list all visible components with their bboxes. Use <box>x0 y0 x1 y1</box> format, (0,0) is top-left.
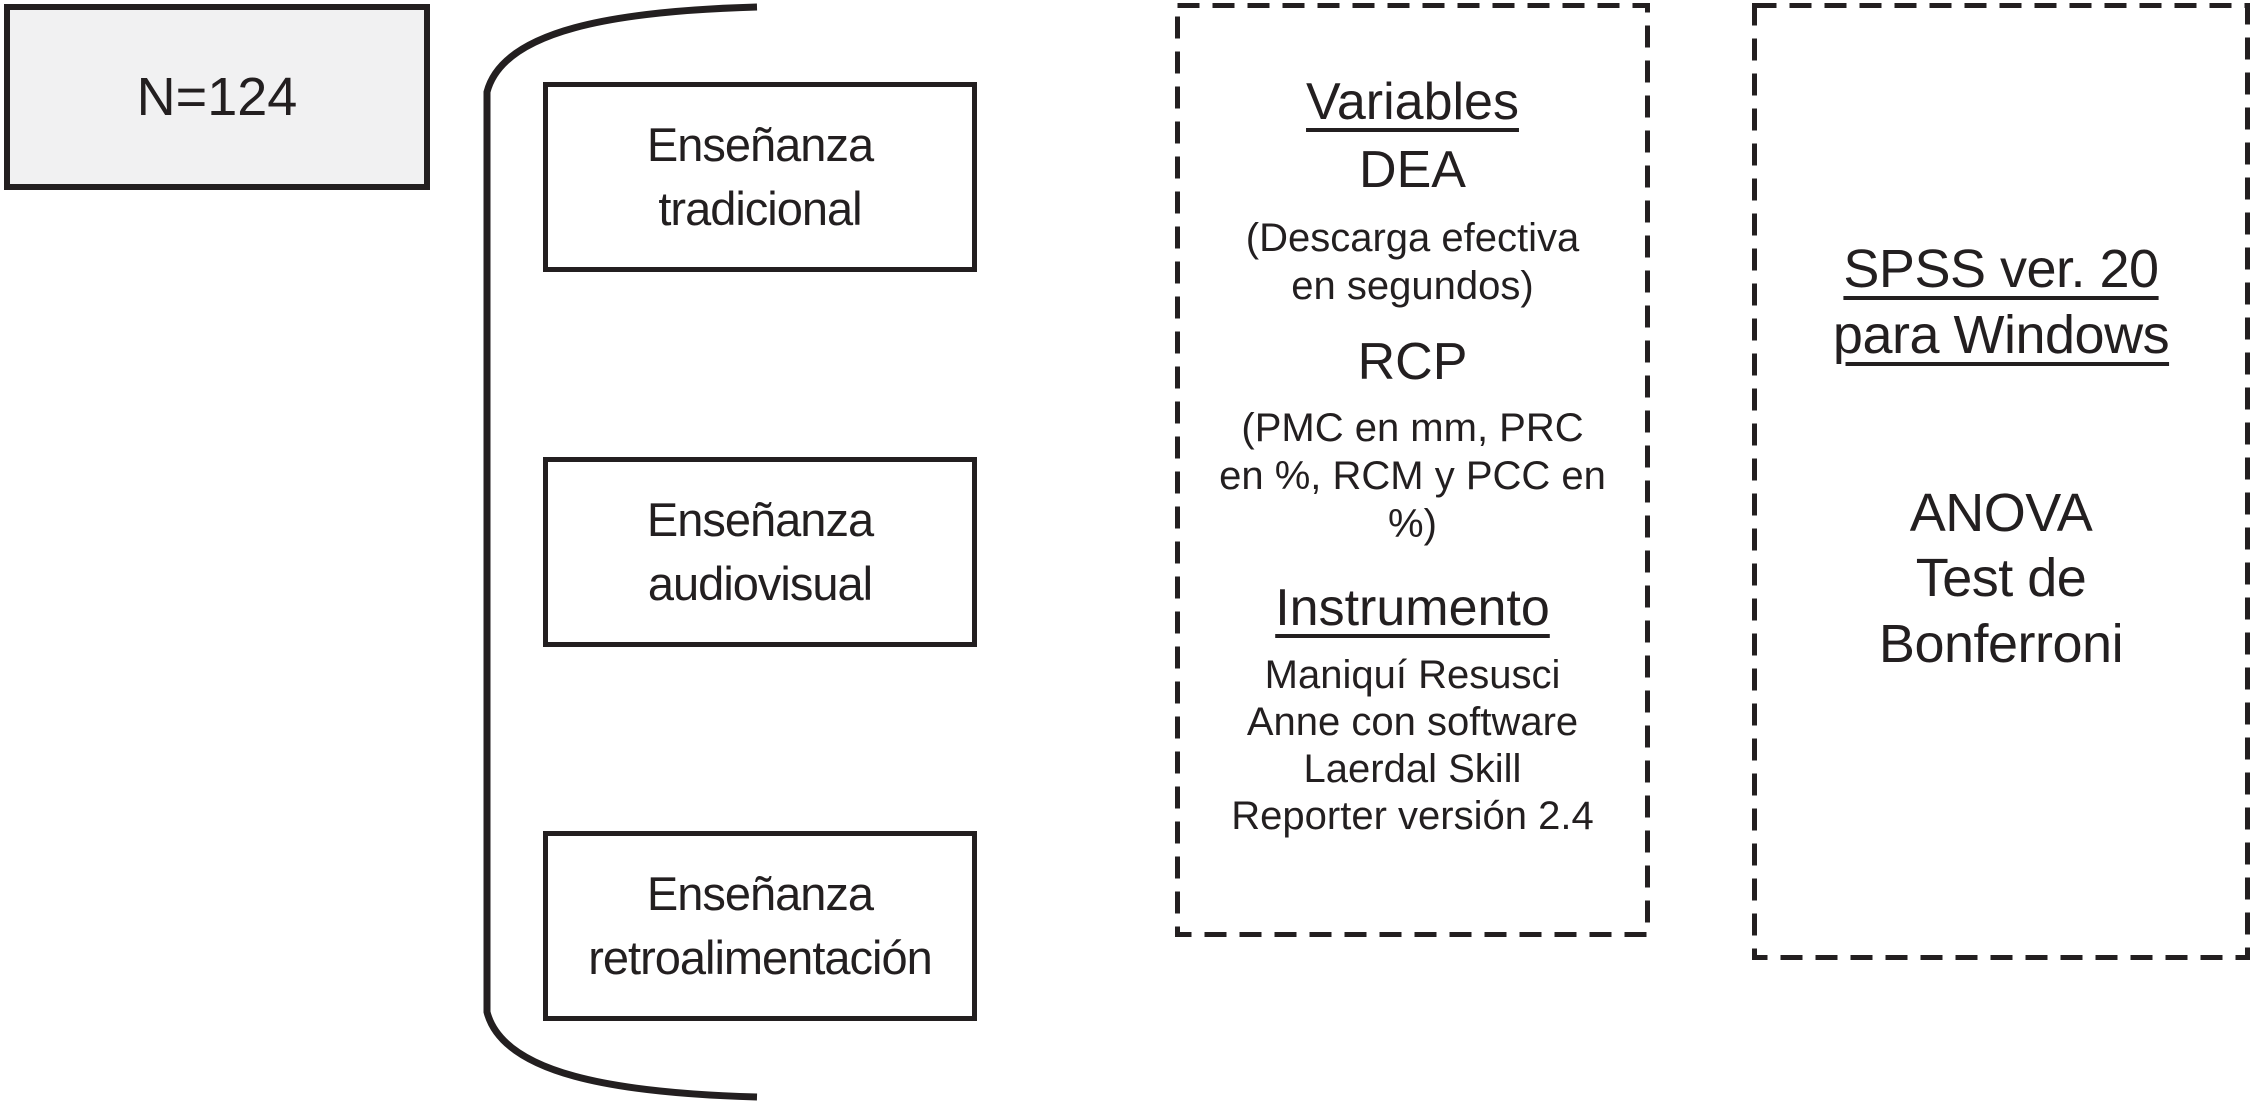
variable-dea-label: DEA <box>1359 141 1466 199</box>
group-box-retroalimentacion-label: Enseñanza retroalimentación <box>588 867 933 984</box>
group-box-retroalimentacion: Enseñanza retroalimentación <box>543 831 977 1021</box>
instrument-heading: Instrumento <box>1275 579 1550 637</box>
software-heading: SPSS ver. 20 para Windows <box>1832 239 2170 365</box>
analysis-panel-dashed-border <box>1752 3 2250 960</box>
analysis-panel: SPSS ver. 20 para Windows ANOVA Test de … <box>1752 3 2250 960</box>
variable-dea-detail: (Descarga efectiva en segundos) <box>1245 216 1580 308</box>
sample-size-label: N=124 <box>136 67 298 127</box>
grouping-bracket-path <box>483 3 758 1101</box>
bonferroni-test-label: Test de Bonferroni <box>1878 548 2124 674</box>
variable-rcp-label: RCP <box>1357 333 1468 391</box>
variables-heading: Variables <box>1306 73 1519 131</box>
instrument-detail: Maniquí Resusci Anne con software Laerda… <box>1231 653 1594 838</box>
variables-panel: Variables DEA (Descarga efectiva en segu… <box>1175 3 1650 937</box>
grouping-bracket-icon <box>483 3 758 1101</box>
group-box-tradicional-label: Enseñanza tradicional <box>646 118 874 235</box>
group-box-audiovisual-label: Enseñanza audiovisual <box>646 493 874 610</box>
sample-size-box: N=124 <box>4 4 430 190</box>
group-box-tradicional: Enseñanza tradicional <box>543 82 977 272</box>
anova-label: ANOVA <box>1909 483 2093 543</box>
group-box-audiovisual: Enseñanza audiovisual <box>543 457 977 647</box>
variable-rcp-detail: (PMC en mm, PRC en %, RCM y PCC en %) <box>1219 406 1606 546</box>
